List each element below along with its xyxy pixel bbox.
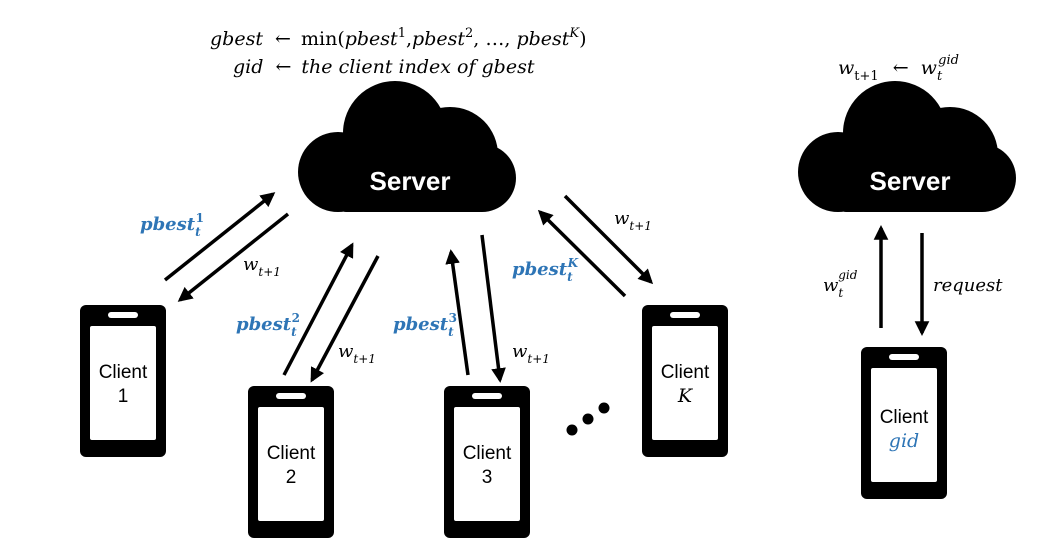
client-phone-k: Client K: [642, 305, 728, 457]
uplink-label-1: pbestt1: [140, 211, 204, 239]
uplink-label-2: pbestt2: [236, 311, 300, 339]
client-label-2: Client: [267, 443, 316, 464]
server-cloud: Server: [298, 81, 516, 212]
server-label: Server: [370, 166, 451, 196]
link-arrows: [163, 192, 930, 383]
client-label-k: Client: [661, 362, 710, 383]
formula-line-1: gbest ← min(pbest1,pbest2, …, pbestK): [210, 26, 587, 50]
server-cloud-right: Server: [798, 81, 1016, 212]
downlink-label-2: wt+1: [338, 341, 376, 366]
downlink-arrow-k: [563, 194, 654, 285]
client-phone-gid: Client gid: [861, 347, 947, 499]
uplink-arrow-k: [537, 209, 627, 298]
server-label-right: Server: [870, 166, 951, 196]
client-index-k: K: [677, 385, 694, 407]
client-index-3: 3: [482, 467, 493, 488]
client-phone-1: Client 1: [80, 305, 166, 457]
uplink-arrow-3: [445, 249, 470, 376]
downlink-arrow-2: [310, 255, 380, 383]
client-index-1: 1: [118, 386, 129, 407]
client-label-gid: Client: [880, 407, 929, 428]
client-index-2: 2: [286, 467, 297, 488]
request-label: request: [933, 275, 1003, 296]
downlink-arrow-1: [177, 212, 290, 302]
uplink-label-k: pbesttK: [512, 256, 579, 284]
client-index-gid: gid: [889, 430, 919, 452]
downlink-label-3: wt+1: [512, 341, 550, 366]
client-label-3: Client: [463, 443, 512, 464]
client-phone-3: Client 3: [444, 386, 530, 538]
right-formula: wt+1 ← wtgid: [838, 53, 959, 85]
uplink-label-gid: wtgid: [823, 268, 858, 300]
downlink-label-1: wt+1: [243, 254, 281, 279]
client-label-1: Client: [99, 362, 148, 383]
uplink-arrow-1: [163, 192, 276, 282]
downlink-label-k: wt+1: [614, 208, 652, 233]
uplink-label-3: pbestt3: [393, 311, 457, 339]
formula-line-2: gid ← the client index of gbest: [233, 56, 535, 78]
uplink-arrow-2: [282, 242, 354, 376]
ellipsis-dots: [566, 402, 610, 436]
downlink-arrow-3: [480, 234, 506, 383]
client-phone-2: Client 2: [248, 386, 334, 538]
